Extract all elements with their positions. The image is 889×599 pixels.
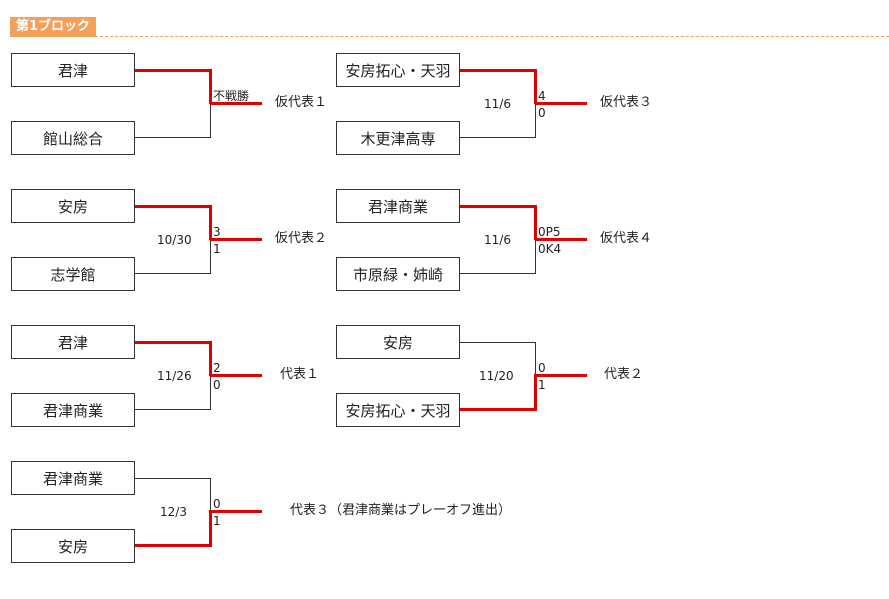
score-bottom: 0 [213,378,221,392]
team-box: 木更津高専 [336,121,460,155]
bracket-line [210,102,262,105]
bracket-line [209,205,212,240]
team-box: 安房拓心・天羽 [336,53,460,87]
bracket-line [535,374,587,377]
bracket-line [210,510,262,513]
match-result: 代表２ [604,367,644,382]
bracket-line [535,102,587,105]
bracket-line [535,238,587,241]
match-result: 仮代表４ [600,231,653,246]
bracket-line [460,408,537,411]
score-top: 0P5 [538,225,561,239]
team-box: 市原緑・姉崎 [336,257,460,291]
match-result: 仮代表３ [600,95,653,110]
score-bottom: 0K4 [538,242,562,256]
bracket-line [210,376,211,410]
bracket-line [460,273,536,274]
bracket-line [535,342,536,376]
bracket-line [209,510,212,547]
bracket-line [534,374,537,411]
team-box: 君津 [11,53,135,87]
match-date: 11/6 [484,233,511,247]
team-box: 安房拓心・天羽 [336,393,460,427]
bracket-line [210,240,211,274]
score-bottom: 0 [538,106,546,120]
team-box: 安房 [11,529,135,563]
match-result: 代表３（君津商業はプレーオフ進出） [290,503,512,518]
bracket-line [534,69,537,104]
team-box: 安房 [336,325,460,359]
team-box: 君津商業 [11,393,135,427]
team-box: 安房 [11,189,135,223]
score-top: 2 [213,361,221,375]
bracket-line [135,341,211,344]
team-box: 志学館 [11,257,135,291]
score-top: 4 [538,89,546,103]
block-title: 第1ブロック [10,17,97,37]
bracket-line [135,273,211,274]
match-date: 10/30 [157,233,192,247]
match-date: 11/6 [484,97,511,111]
bracket-line [210,238,262,241]
bracket-line [460,342,536,343]
score-bottom: 1 [213,242,221,256]
bracket-line [460,69,536,72]
bracket-line [460,205,536,208]
bracket-line [210,104,211,138]
match-date: 11/26 [157,369,192,383]
match-date: 12/3 [160,505,187,519]
match-date: 11/20 [479,369,514,383]
bracket-line [460,137,536,138]
match-result: 仮代表２ [275,231,328,246]
match-note: 不戦勝 [213,89,250,103]
bracket-line [209,341,212,376]
bracket-line [135,544,212,547]
bracket-line [535,240,536,274]
score-top: 0 [213,497,221,511]
bracket-line [209,69,212,104]
bracket-line [135,137,211,138]
score-bottom: 1 [538,378,546,392]
team-box: 館山総合 [11,121,135,155]
bracket-line [210,478,211,512]
match-result: 仮代表１ [275,95,328,110]
bracket-line [135,205,211,208]
score-top: 3 [213,225,221,239]
score-top: 0 [538,361,546,375]
bracket-line [535,104,536,138]
header-divider [10,36,889,37]
team-box: 君津商業 [336,189,460,223]
score-bottom: 1 [213,514,221,528]
bracket-line [534,205,537,240]
bracket-line [135,69,211,72]
bracket-line [210,374,262,377]
bracket-line [135,478,211,479]
team-box: 君津商業 [11,461,135,495]
team-box: 君津 [11,325,135,359]
match-result: 代表１ [280,367,320,382]
bracket-line [135,409,211,410]
